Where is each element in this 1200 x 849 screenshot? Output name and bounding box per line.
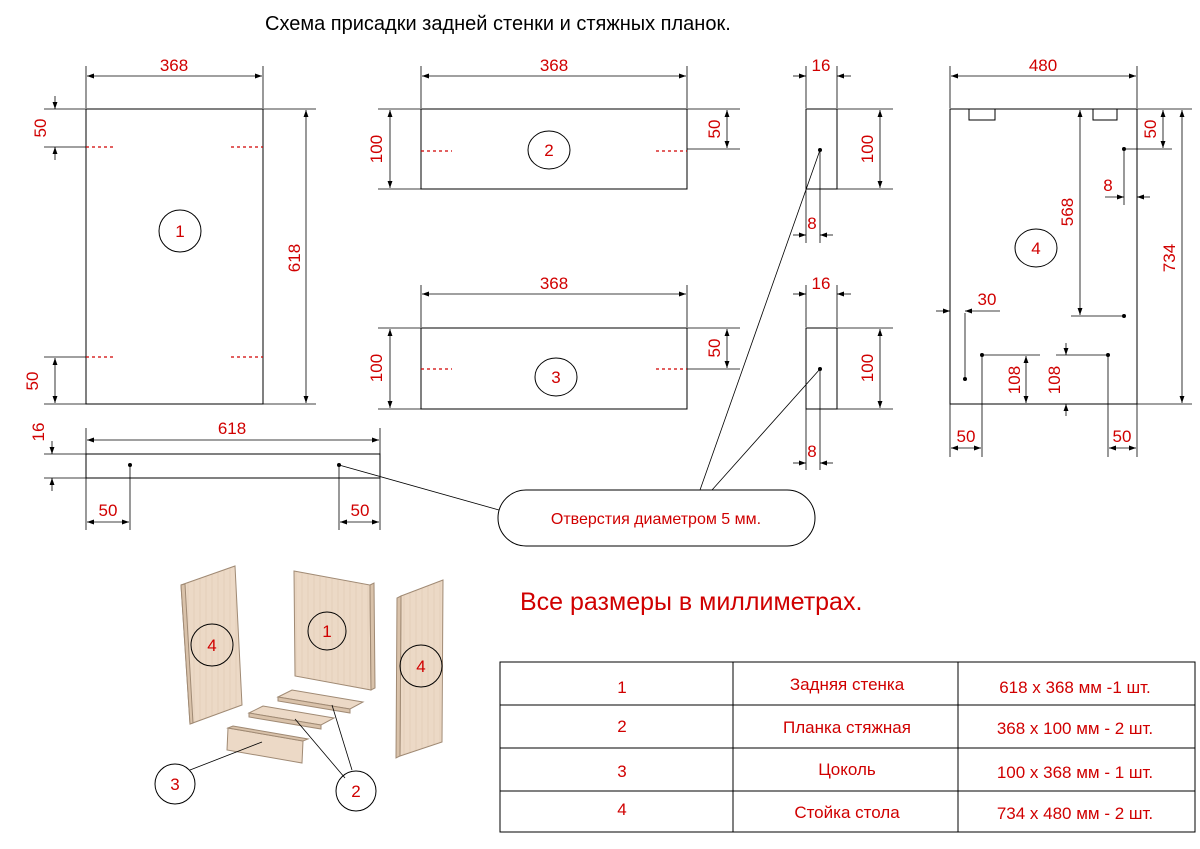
dim-part2-height: 100	[367, 135, 386, 163]
dim-edge-right-hole: 50	[351, 501, 370, 520]
dim-part3-height: 100	[367, 354, 386, 382]
part-1-edge-view: 618 16 50 50	[29, 419, 381, 530]
part-2-marker	[527, 130, 571, 170]
part-1-back-wall: 1 368 618 50 50	[23, 56, 316, 405]
part-3-plinth: 3 368 100 50	[367, 274, 740, 410]
illus-part-1: 1	[322, 622, 331, 641]
table-row-1-num: 1	[617, 678, 626, 697]
table-row-1-size: 618 х 368 мм -1 шт.	[999, 678, 1151, 697]
table-row-3-size: 100 х 368 мм - 1 шт.	[997, 763, 1153, 782]
dim-part2-hole-offset: 50	[705, 120, 724, 139]
part-4-number: 4	[1031, 239, 1040, 258]
part-4-marker	[1014, 228, 1058, 268]
dim-part1-top-offset: 50	[31, 119, 50, 138]
dim-part4-width: 480	[1029, 56, 1057, 75]
table-row-4-num: 4	[617, 800, 626, 819]
parts-table: 1 Задняя стенка 618 х 368 мм -1 шт. 2 Пл…	[499, 661, 1196, 833]
dim-part4-bottom-left: 50	[957, 427, 976, 446]
dim-part4-edge-hole: 8	[1103, 176, 1112, 195]
table-row-4-name: Стойка стола	[794, 803, 900, 822]
holes-note-bubble	[497, 489, 816, 547]
dim-part1-width: 368	[160, 56, 188, 75]
part-4-table-leg: 4 480 734 50 8 568 30 108	[936, 56, 1192, 457]
dim-side2-thickness: 16	[812, 56, 831, 75]
illus-callout-2: 2	[351, 782, 360, 801]
part-3-side-view: 16 100 8	[793, 274, 893, 470]
table-row-3-num: 3	[617, 762, 626, 781]
part-1-marker	[158, 209, 202, 253]
holes-callout: Отверстия диаметром 5 мм.	[338, 149, 821, 547]
page-title: Схема присадки задней стенки и стяжных п…	[265, 13, 731, 35]
dim-part4-side-hole: 30	[978, 290, 997, 309]
dim-part3-width: 368	[540, 274, 568, 293]
dim-side2-height: 100	[858, 135, 877, 163]
part-2-tie-bar: 2 368 100 50	[367, 56, 740, 190]
dim-side3-thickness: 16	[812, 274, 831, 293]
dim-part4-low-hole-left: 108	[1005, 366, 1024, 394]
part-2-number: 2	[544, 141, 553, 160]
table-row-3-name: Цоколь	[818, 760, 876, 779]
part-1-outline	[85, 108, 264, 405]
dim-part3-hole-offset: 50	[705, 339, 724, 358]
illus-part-4-right: 4	[416, 657, 425, 676]
dim-part4-bottom-right: 50	[1113, 427, 1132, 446]
dim-edge-thickness: 16	[29, 423, 48, 442]
dim-edge-left-hole: 50	[99, 501, 118, 520]
part-3-number: 3	[551, 368, 560, 387]
dim-part1-bottom-offset: 50	[23, 372, 42, 391]
table-row-1-name: Задняя стенка	[790, 675, 905, 694]
part-1-number: 1	[175, 222, 184, 241]
dim-side2-hole: 8	[807, 214, 816, 233]
table-row-4-size: 734 х 480 мм - 2 шт.	[997, 804, 1153, 823]
dim-part1-height: 618	[285, 244, 304, 272]
dim-part2-width: 368	[540, 56, 568, 75]
table-row-2-name: Планка стяжная	[783, 718, 911, 737]
dim-part4-low-hole-right: 108	[1045, 366, 1064, 394]
dim-part4-height: 734	[1160, 244, 1179, 272]
illus-callout-3: 3	[170, 775, 179, 794]
table-row-2-size: 368 х 100 мм - 2 шт.	[997, 719, 1153, 738]
dim-edge-length: 618	[218, 419, 246, 438]
part-2-side-view: 16 100 8	[793, 56, 893, 243]
dim-side3-hole: 8	[807, 442, 816, 461]
holes-note-text: Отверстия диаметром 5 мм.	[551, 511, 761, 528]
dim-part4-hole-spacing: 568	[1058, 198, 1077, 226]
dim-side3-height: 100	[858, 354, 877, 382]
table-row-2-num: 2	[617, 717, 626, 736]
part-3-marker	[534, 357, 578, 397]
dim-part4-top-hole: 50	[1141, 120, 1160, 139]
illus-part-4-left: 4	[207, 636, 216, 655]
units-note: Все размеры в миллиметрах.	[520, 588, 862, 616]
exploded-assembly: 4 1 4 3 2	[154, 565, 444, 812]
